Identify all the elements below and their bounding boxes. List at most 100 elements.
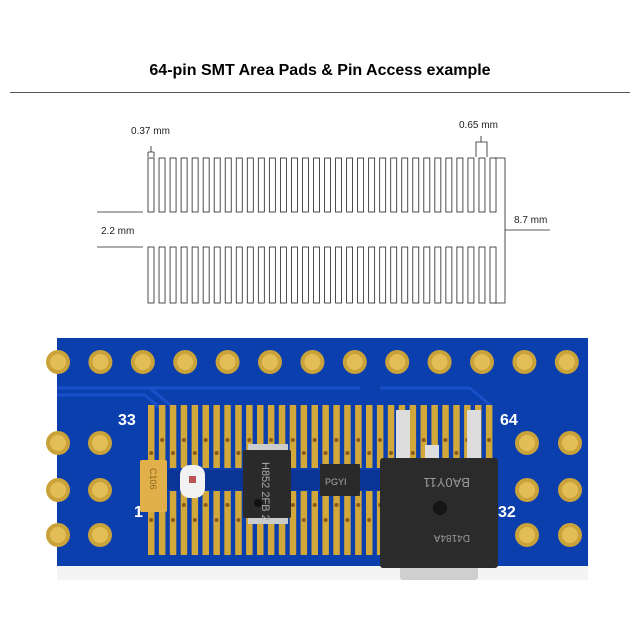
pad-top [324, 157, 331, 213]
row-gap-dimension [97, 211, 143, 248]
pad-top [368, 157, 376, 213]
row-gap-label: 2.2 mm [101, 226, 134, 237]
pad-bottom [390, 246, 398, 304]
pad-top [489, 157, 497, 213]
pad-strip-top [191, 405, 199, 468]
pad-top [390, 157, 398, 213]
via [160, 438, 165, 442]
pad-top [268, 157, 276, 213]
via [301, 518, 306, 522]
pad-strip-bottom [180, 491, 188, 555]
pad-strip-top [442, 405, 449, 468]
pad-bottom [302, 246, 309, 304]
height-label: 8.7 mm [514, 215, 547, 226]
pad-strip-top [169, 405, 177, 468]
via [454, 451, 459, 455]
through-hole-center [389, 354, 406, 370]
pad-bottom [191, 246, 199, 304]
pad-bottom [224, 246, 232, 304]
pad-top [456, 157, 464, 213]
pad-bottom [158, 246, 166, 304]
via [356, 438, 361, 442]
pcb-photo: 33 64 1 32 C106 H852 2FB 2 PGYI [46, 338, 588, 580]
svg-text:H852 2FB 2: H852 2FB 2 [259, 462, 271, 521]
pad-strip-top [289, 405, 297, 468]
pad-bottom [202, 246, 210, 304]
pin-label-64: 64 [500, 412, 518, 429]
via [225, 503, 230, 507]
pad-strip-bottom [148, 491, 155, 555]
pad-strip-top [148, 405, 155, 468]
pad-top [302, 157, 309, 213]
pad-top [434, 157, 442, 213]
via [367, 451, 372, 455]
via [443, 438, 448, 442]
pitch-dimension [475, 136, 488, 157]
pad-top [401, 157, 409, 213]
pad-strip-bottom [224, 491, 231, 555]
pad-strip-bottom [333, 491, 340, 555]
pad-bottom [445, 246, 453, 304]
pad-strip-top [333, 405, 340, 468]
via [312, 503, 317, 507]
via [301, 451, 306, 455]
through-hole-center [177, 354, 194, 370]
pad-strip-top [376, 405, 384, 468]
via [367, 518, 372, 522]
pad-strip-top [409, 405, 417, 468]
via [334, 503, 339, 507]
pad-top [246, 157, 254, 213]
via [334, 438, 339, 442]
through-hole-center [519, 435, 535, 451]
voltage-regulator: BA0Y11 D4184A [380, 410, 498, 580]
via [290, 438, 295, 442]
through-hole-center [92, 482, 108, 498]
pad-bottom [346, 246, 353, 304]
title-divider [10, 92, 630, 93]
through-hole-center [50, 435, 66, 451]
through-hole-center [219, 354, 236, 370]
pad-bottom [434, 246, 442, 304]
through-hole-center [474, 354, 490, 370]
pad-strip-top [453, 405, 460, 468]
pad-strip-top [257, 405, 264, 468]
through-hole-center [562, 435, 578, 451]
through-hole-center [516, 354, 533, 370]
pad-strip-top [355, 405, 362, 468]
pad-top [335, 157, 342, 213]
pad-strip-top [213, 405, 220, 468]
through-holes [46, 350, 582, 547]
svg-text:D4184A: D4184A [434, 532, 470, 543]
via [192, 518, 197, 522]
pad-bottom [489, 246, 497, 304]
through-hole-center [92, 354, 109, 370]
pad-bottom [291, 246, 298, 304]
pad-top [213, 157, 221, 213]
via [203, 438, 208, 442]
pad-top [423, 157, 431, 213]
via [247, 438, 252, 442]
pad-top [478, 157, 486, 213]
pad-bottom [313, 246, 320, 304]
pad-strip-top [420, 405, 427, 468]
pad-top [257, 157, 265, 213]
pad-top [412, 157, 420, 213]
pad-bottom [147, 246, 155, 304]
via [171, 451, 175, 455]
pad-strip-bottom [169, 491, 177, 555]
via [356, 503, 361, 507]
via [171, 518, 175, 522]
via [236, 518, 241, 522]
pad-strip-top [202, 405, 209, 468]
pad-top [158, 157, 166, 213]
through-hole-center [304, 354, 321, 370]
svg-text:PGYI: PGYI [325, 477, 347, 487]
pad-width-label: 0.37 mm [131, 126, 170, 137]
via [149, 451, 154, 455]
pad-bottom [401, 246, 409, 304]
via [181, 503, 186, 507]
through-hole-center [431, 354, 448, 370]
via [378, 438, 383, 442]
svg-text:BA0Y11: BA0Y11 [423, 475, 470, 490]
via [487, 438, 492, 442]
